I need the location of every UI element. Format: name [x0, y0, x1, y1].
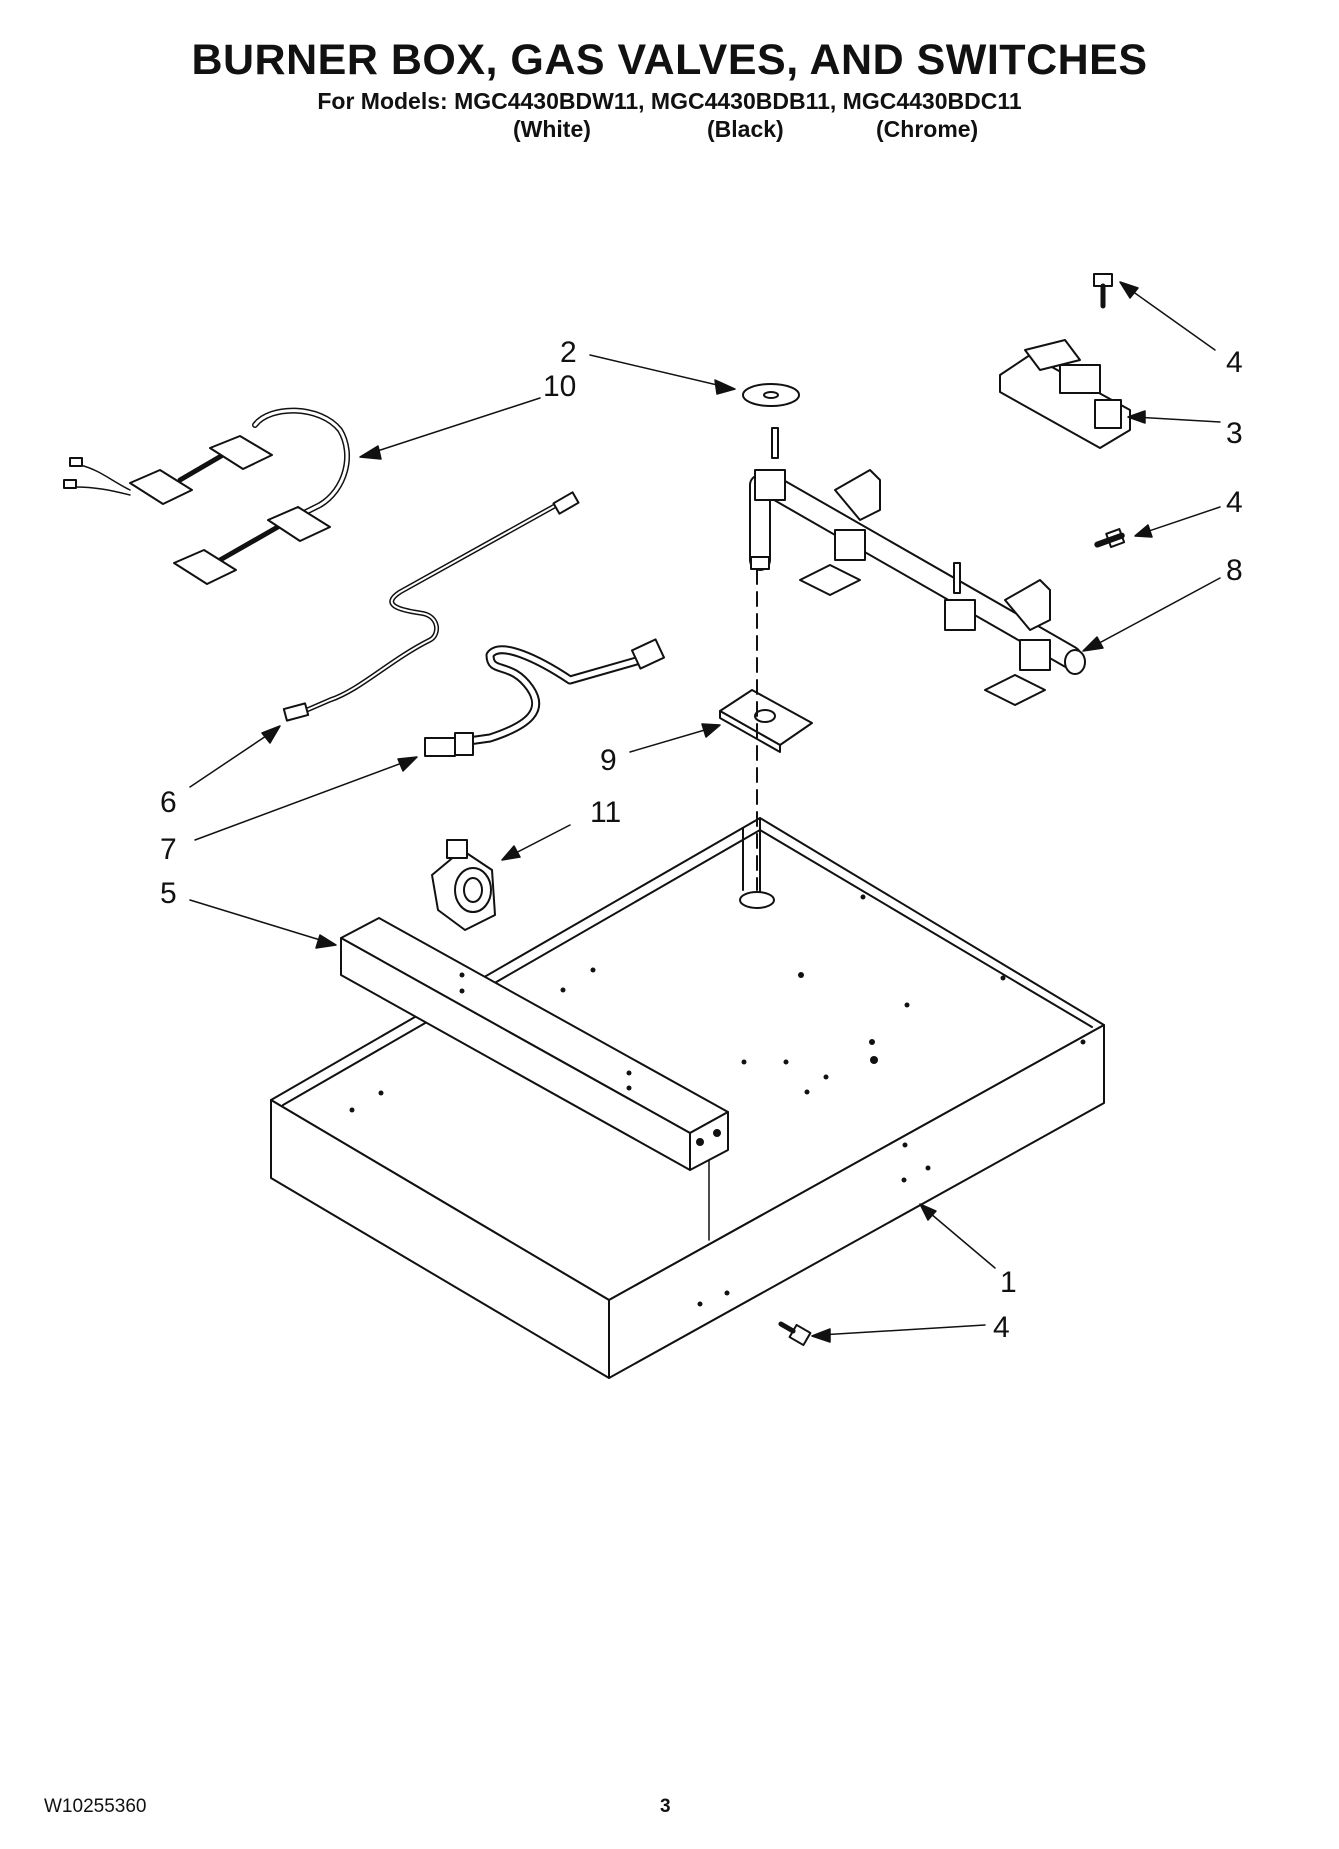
mounting-holes	[349, 894, 1086, 1307]
variant-chrome: (Chrome)	[876, 116, 979, 142]
gas-tube-6	[282, 491, 580, 722]
cross-bracket	[340, 917, 729, 1171]
callout-6: 6	[160, 786, 177, 819]
mounting-plate	[719, 689, 813, 753]
burner-box	[270, 817, 1105, 1379]
callout-11: 11	[590, 796, 621, 829]
spark-module	[999, 339, 1131, 449]
callout-3: 3	[1226, 417, 1243, 450]
document-number: W10255360	[44, 1796, 147, 1817]
callout-4-bottom: 4	[993, 1311, 1010, 1344]
callout-2: 2	[560, 336, 577, 369]
page-title: BURNER BOX, GAS VALVES, AND SWITCHES	[191, 36, 1148, 84]
callout-9: 9	[600, 744, 617, 777]
leader-lines	[189, 281, 1221, 1343]
valve-manifold	[749, 427, 1086, 706]
callout-4-mid: 4	[1226, 486, 1243, 519]
switch-harness	[63, 407, 351, 585]
callout-8: 8	[1226, 554, 1243, 587]
callout-7: 7	[160, 833, 177, 866]
gas-regulator	[431, 839, 496, 931]
gas-tube-7	[424, 638, 666, 757]
callout-1: 1	[1000, 1266, 1017, 1299]
variant-white: (White)	[513, 116, 591, 142]
callout-5: 5	[160, 877, 177, 910]
variant-black: (Black)	[707, 116, 784, 142]
screws	[778, 273, 1126, 1347]
page-number: 3	[660, 1796, 671, 1817]
washer	[742, 383, 800, 407]
callout-numbers: 2 10 4 3 4 8 9 6 7 11 5 1 4	[160, 336, 1243, 1344]
callout-4-top: 4	[1226, 346, 1243, 379]
callout-10: 10	[543, 370, 576, 403]
models-line: For Models: MGC4430BDW11, MGC4430BDB11, …	[317, 88, 1022, 114]
